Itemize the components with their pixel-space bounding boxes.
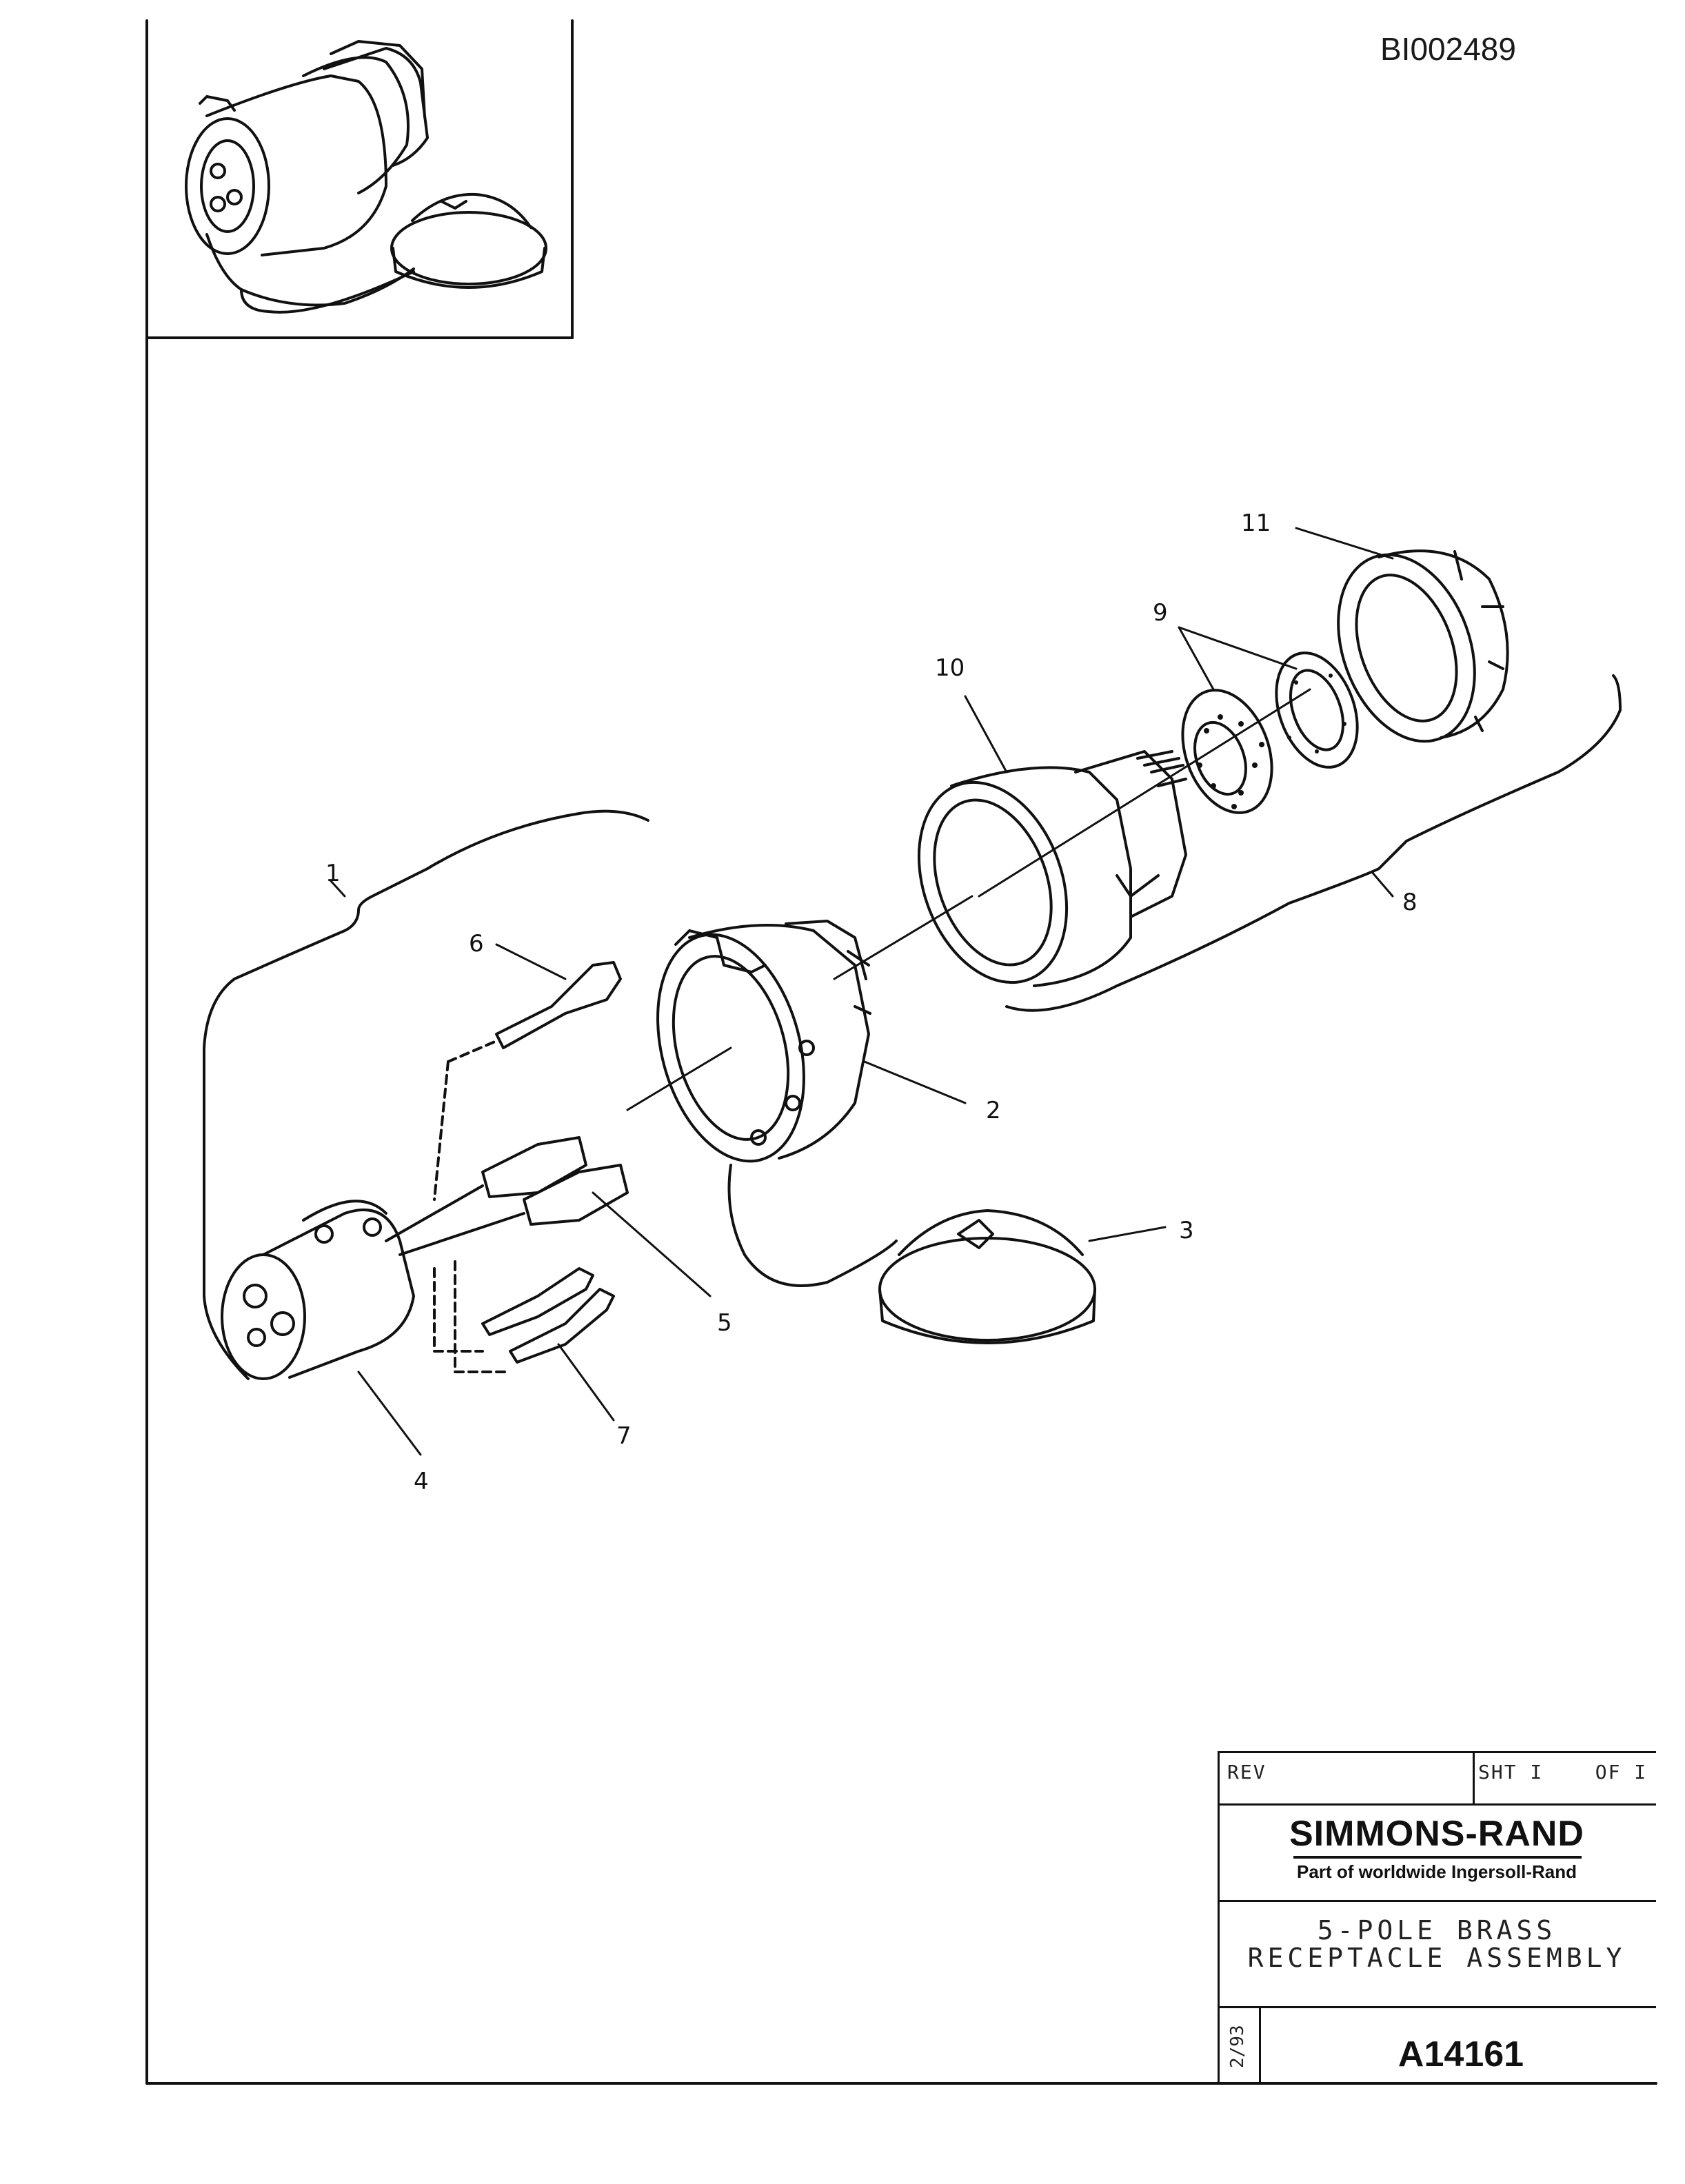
callout-9: 9: [1153, 599, 1168, 627]
exploded-view: 1 2 3 4 5 6 7 8 9 10 11: [203, 509, 1622, 1495]
company-subtitle: Part of worldwide Ingersoll-Rand: [1297, 1861, 1577, 1882]
callout-5: 5: [717, 1309, 732, 1337]
callout-2: 2: [986, 1097, 1001, 1124]
assembled-view-inset: [145, 19, 574, 339]
part-7-pins: [433, 1260, 615, 1373]
callout-1: 1: [325, 860, 341, 887]
brace-8: [1005, 674, 1622, 1012]
part-5-contacts: [385, 1136, 629, 1256]
document-id: BI002489: [1380, 31, 1516, 67]
part-6-pin: [433, 961, 622, 1201]
drawing-title-line1: 5-POLE BRASS: [1317, 1915, 1557, 1945]
leader-lines: [330, 527, 1394, 1456]
callout-11: 11: [1241, 509, 1271, 537]
part-4-insert: [221, 1200, 415, 1380]
part-2-shell: [656, 920, 898, 1287]
sheet-label: SHT I OF I: [1478, 1761, 1648, 1783]
drawing-number: A14161: [1398, 2034, 1524, 2074]
company-underline: [1293, 1856, 1582, 1859]
callout-8: 8: [1402, 889, 1417, 916]
brace-1: [203, 809, 649, 1380]
assembled-receptacle: [185, 40, 547, 314]
part-11-nut: [1337, 549, 1509, 743]
sheet-frame: [145, 19, 1657, 2085]
part-9-grommets: [1181, 651, 1359, 814]
company-logo: SIMMONS-RAND: [1289, 1814, 1584, 1854]
callout-10: 10: [935, 654, 965, 682]
drawing-title-line2: RECEPTACLE ASSEMBLY: [1247, 1943, 1626, 1973]
part-3-cap: [878, 1209, 1096, 1344]
rev-label: REV: [1227, 1761, 1267, 1783]
part-10-gland-body: [917, 750, 1187, 987]
callout-4: 4: [414, 1468, 429, 1495]
callout-7: 7: [616, 1422, 632, 1450]
callout-3: 3: [1179, 1217, 1194, 1244]
drawing-date: 2/93: [1227, 2025, 1248, 2068]
callout-6: 6: [469, 930, 484, 958]
title-block: REV SHT I OF I SIMMONS-RAND Part of worl…: [1218, 1751, 1656, 2082]
